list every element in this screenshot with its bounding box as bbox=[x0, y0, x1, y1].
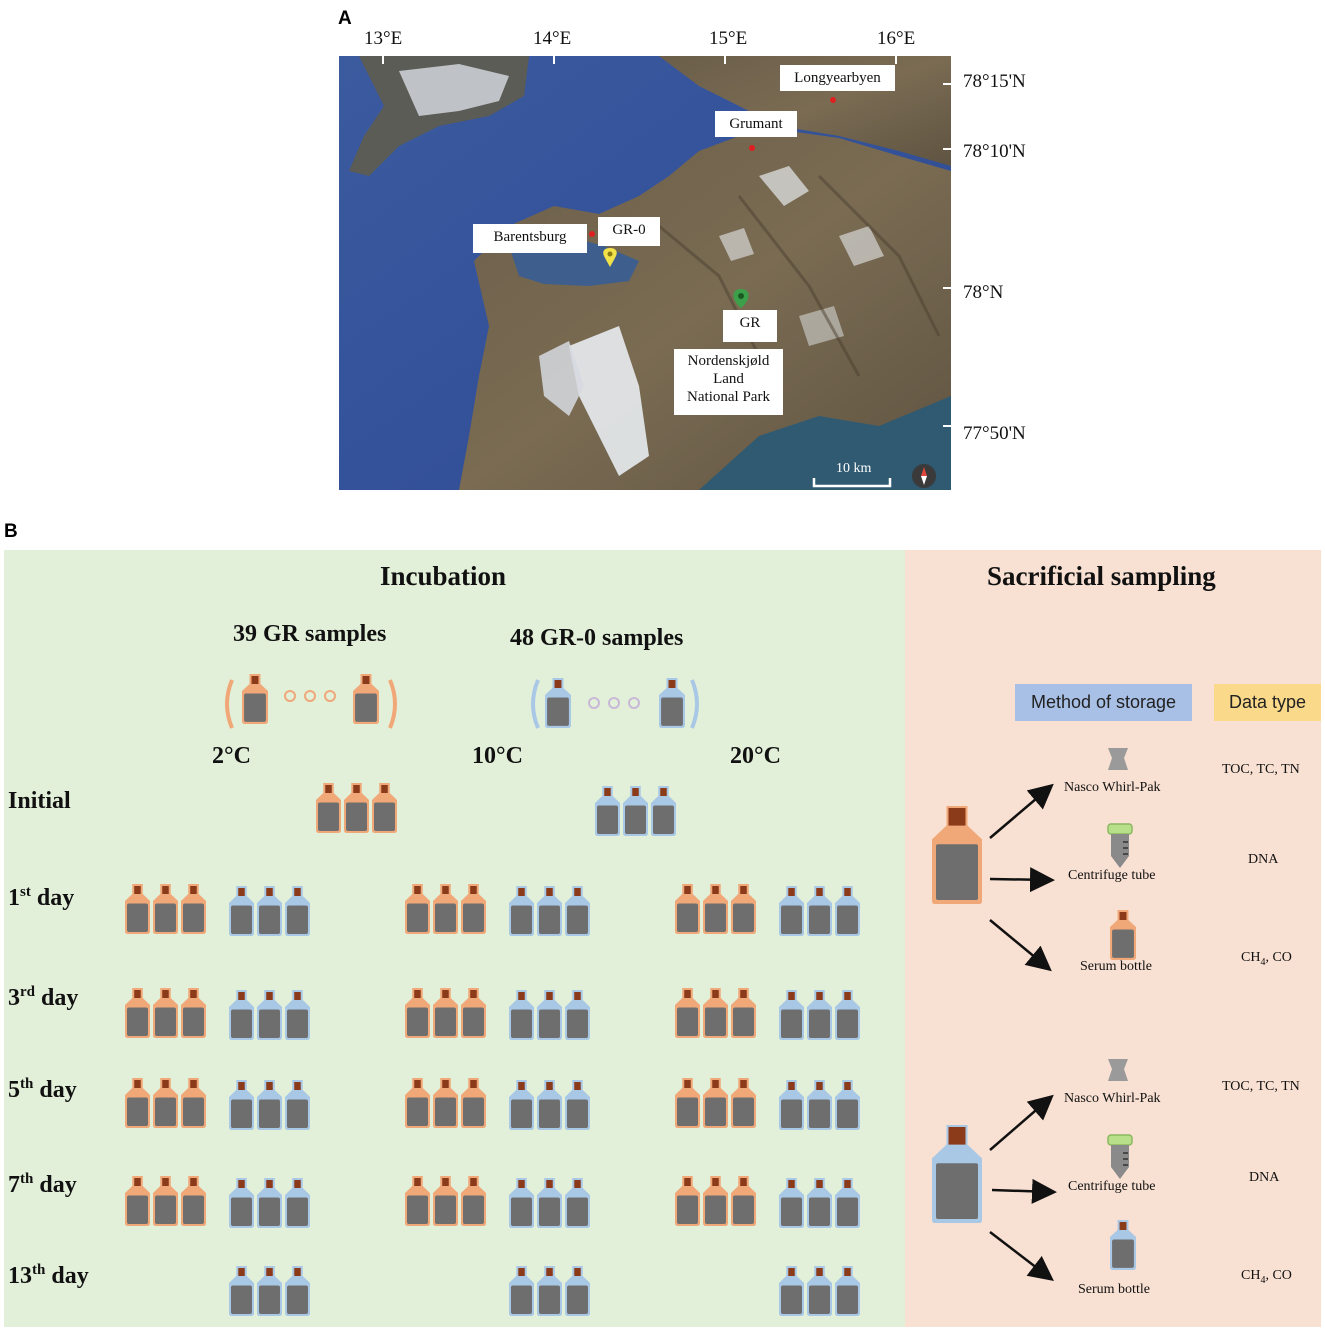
gas-sub: 4 bbox=[1260, 1274, 1266, 1286]
lon-label-15: 15°E bbox=[709, 28, 748, 49]
park-line-2: Land bbox=[713, 371, 744, 387]
incubation-panel bbox=[4, 550, 905, 1327]
lon-label-16: 16°E bbox=[877, 28, 916, 49]
lon-label-13: 13°E bbox=[364, 28, 403, 49]
gas-main: CH bbox=[1241, 950, 1261, 965]
lat-label-78: 78°N bbox=[963, 282, 1004, 303]
row-day3-sup: rd bbox=[20, 984, 35, 1000]
row-day13-sup: th bbox=[32, 1262, 46, 1278]
row-day7-num: 7 bbox=[8, 1172, 20, 1198]
storage-tube-1: Centrifuge tube bbox=[1068, 868, 1156, 883]
row-label-day5: 5th day bbox=[8, 1076, 77, 1104]
data-dna-1: DNA bbox=[1248, 852, 1279, 867]
row-day5-num: 5 bbox=[8, 1077, 20, 1103]
row-day5-post: day bbox=[33, 1077, 77, 1103]
row-label-day1: 1st day bbox=[8, 884, 74, 912]
park-line-3: National Park bbox=[687, 389, 770, 405]
row-label-day3: 3rd day bbox=[8, 984, 78, 1012]
row-day13-num: 13 bbox=[8, 1263, 32, 1289]
data-dna-2: DNA bbox=[1249, 1170, 1280, 1185]
label-national-park: Nordenskjøld Land National Park bbox=[674, 349, 783, 415]
row-day1-num: 1 bbox=[8, 885, 20, 911]
sampling-title: Sacrificial sampling bbox=[987, 561, 1216, 591]
map-graphic bbox=[339, 56, 951, 490]
storage-tube-2: Centrifuge tube bbox=[1068, 1179, 1156, 1194]
gr-samples-label: 39 GR samples bbox=[233, 621, 387, 647]
label-grumant: Grumant bbox=[715, 111, 797, 137]
row-label-initial: Initial bbox=[8, 788, 71, 815]
incubation-title: Incubation bbox=[380, 561, 507, 591]
row-day1-post: day bbox=[30, 885, 75, 911]
scale-label: 10 km bbox=[836, 461, 872, 476]
row-label-day7: 7th day bbox=[8, 1171, 77, 1199]
data-type-header: Data type bbox=[1214, 684, 1321, 721]
storage-serum-1: Serum bottle bbox=[1080, 959, 1152, 974]
row-label-day13: 13th day bbox=[8, 1262, 89, 1290]
row-day7-sup: th bbox=[20, 1171, 34, 1187]
label-barentsburg: Barentsburg bbox=[473, 224, 587, 253]
panel-b-label: B bbox=[4, 521, 18, 542]
row-day7-post: day bbox=[33, 1172, 77, 1198]
storage-whirlpak-1: Nasco Whirl-Pak bbox=[1064, 780, 1161, 795]
temp-20c: 20°C bbox=[730, 743, 781, 769]
gas-tail: , CO bbox=[1265, 950, 1292, 965]
temp-10c: 10°C bbox=[472, 743, 523, 769]
lat-label-77-50: 77°50'N bbox=[963, 423, 1026, 444]
label-longyearbyen: Longyearbyen bbox=[780, 65, 895, 91]
gas-main: CH bbox=[1241, 1268, 1261, 1283]
storage-whirlpak-2: Nasco Whirl-Pak bbox=[1064, 1091, 1161, 1106]
row-day1-sup: st bbox=[20, 884, 31, 900]
row-day3-num: 3 bbox=[8, 985, 20, 1011]
temp-2c: 2°C bbox=[212, 743, 251, 769]
lat-label-78-10: 78°10'N bbox=[963, 141, 1026, 162]
gr0-samples-label: 48 GR-0 samples bbox=[510, 625, 684, 651]
lon-label-14: 14°E bbox=[533, 28, 572, 49]
gas-sub: 4 bbox=[1260, 956, 1266, 968]
storage-serum-2: Serum bottle bbox=[1078, 1282, 1150, 1297]
lat-label-78-15: 78°15'N bbox=[963, 71, 1026, 92]
row-day13-post: day bbox=[45, 1263, 89, 1289]
method-of-storage-header: Method of storage bbox=[1015, 684, 1192, 721]
data-gas-1: CH4, CO bbox=[1241, 950, 1292, 968]
satellite-map bbox=[339, 56, 951, 490]
gas-tail: , CO bbox=[1265, 1268, 1292, 1283]
label-gr0: GR-0 bbox=[598, 217, 660, 246]
label-gr: GR bbox=[723, 310, 777, 342]
data-gas-2: CH4, CO bbox=[1241, 1268, 1292, 1286]
row-day3-post: day bbox=[35, 985, 79, 1011]
park-line-1: Nordenskjøld bbox=[687, 353, 770, 369]
panel-a-label: A bbox=[338, 8, 352, 29]
row-initial-text: Initial bbox=[8, 788, 71, 814]
sampling-panel bbox=[905, 550, 1321, 1327]
data-toc-2: TOC, TC, TN bbox=[1222, 1079, 1300, 1094]
data-toc-1: TOC, TC, TN bbox=[1222, 762, 1300, 777]
row-day5-sup: th bbox=[20, 1076, 34, 1092]
